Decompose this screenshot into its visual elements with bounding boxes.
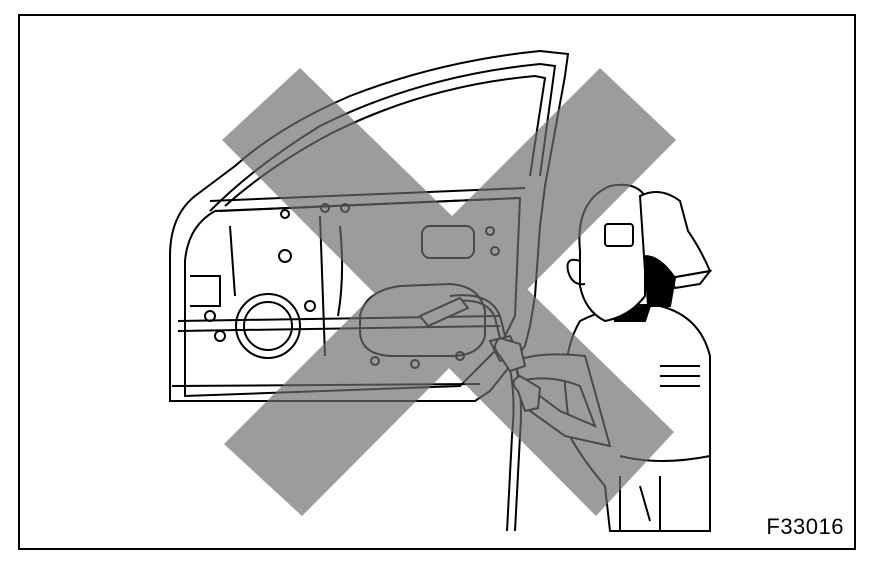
door-outline xyxy=(169,49,570,402)
hinge-area xyxy=(190,275,221,307)
hole xyxy=(278,249,292,263)
figure-code: F33016 xyxy=(766,514,844,539)
figure-frame: F33016 xyxy=(18,14,856,550)
cross-bar-2 xyxy=(224,68,676,516)
hole xyxy=(280,209,290,219)
speaker-hole-inner xyxy=(243,301,293,351)
illustration xyxy=(169,49,713,532)
hole xyxy=(214,330,226,342)
hole xyxy=(304,300,316,312)
worker-face xyxy=(643,254,677,307)
hole xyxy=(204,310,216,322)
cross-mark-icon xyxy=(222,68,676,516)
mask-lens xyxy=(604,223,634,247)
speaker-hole xyxy=(235,293,301,359)
